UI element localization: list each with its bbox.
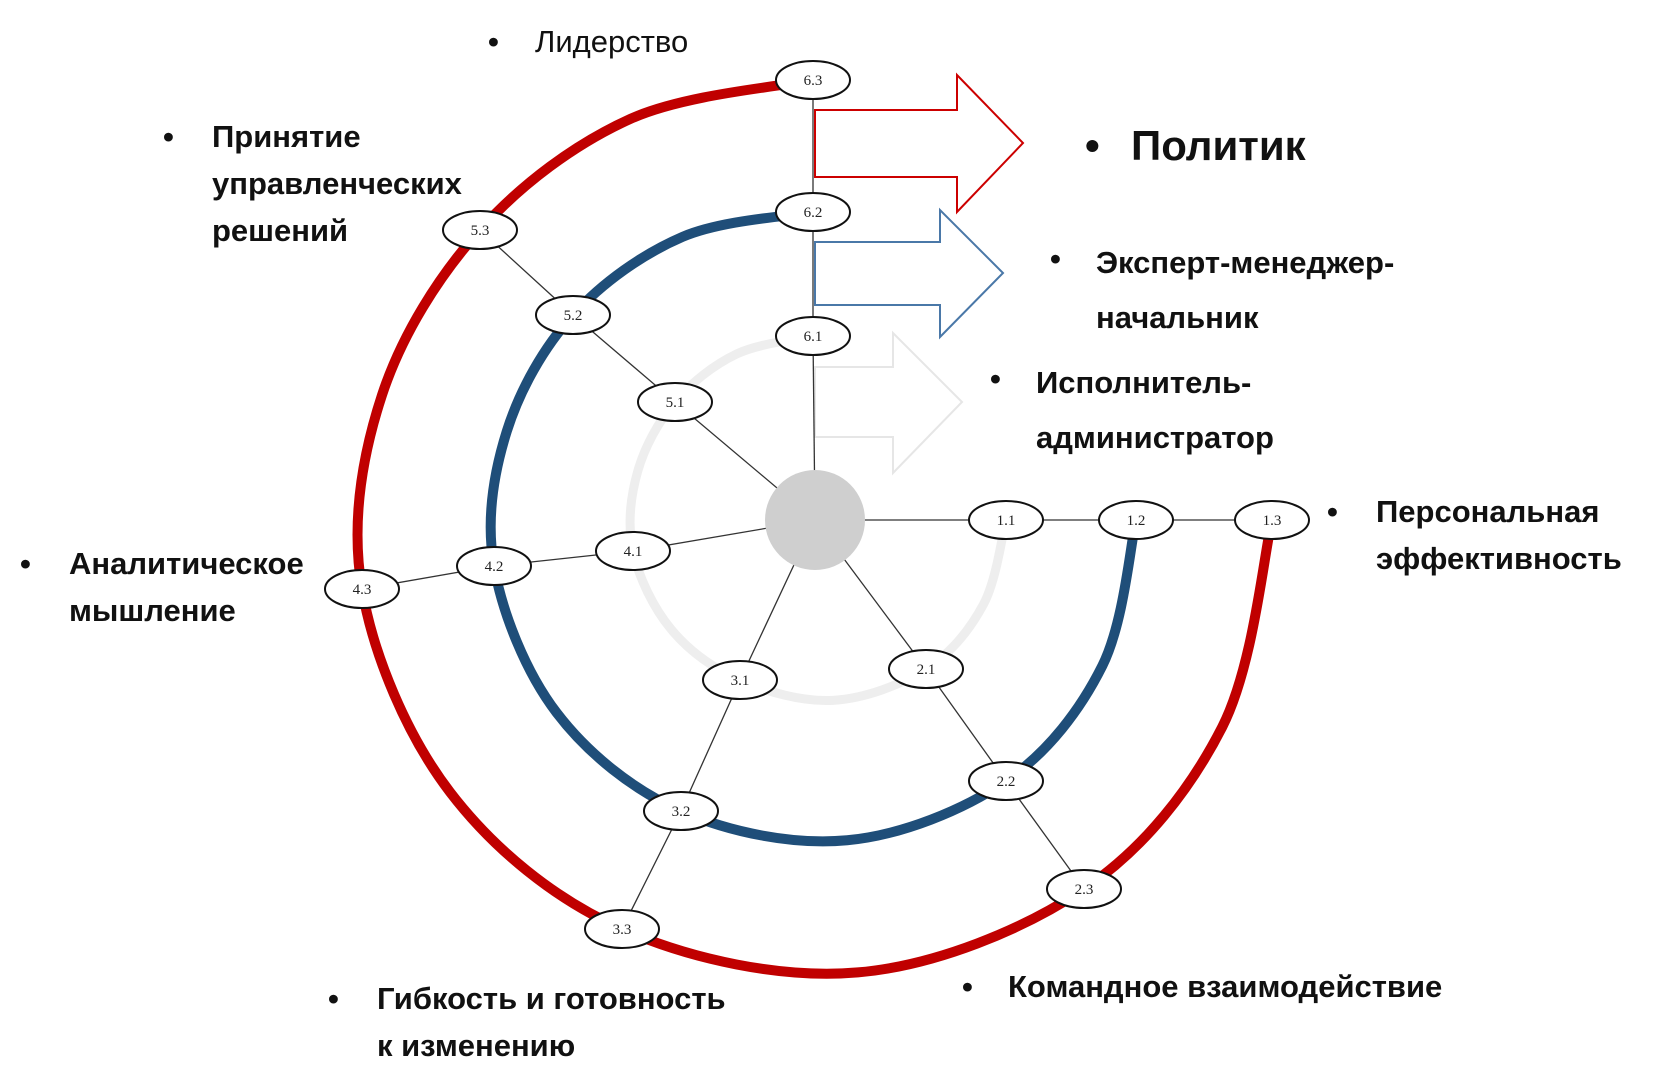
node-label: 4.3 xyxy=(353,582,372,598)
node-label: 2.1 xyxy=(917,662,936,678)
label-expert: • Эксперт-менеджер- начальник xyxy=(1050,235,1394,345)
node-label: 2.2 xyxy=(997,774,1016,790)
node-2-3: 2.3 xyxy=(1046,869,1122,909)
node-4-1: 4.1 xyxy=(595,531,671,571)
label-analytical: • Аналитическое мышление xyxy=(20,540,304,634)
node-ellipse xyxy=(775,60,851,100)
node-2-2: 2.2 xyxy=(968,761,1044,801)
bullet-icon: • xyxy=(1050,241,1061,276)
node-4-3: 4.3 xyxy=(324,569,400,609)
label-leadership: • Лидерство xyxy=(488,18,688,65)
node-label: 4.2 xyxy=(485,559,504,575)
bullet-icon: • xyxy=(20,546,31,581)
node-1-2: 1.2 xyxy=(1098,500,1174,540)
node-label: 1.3 xyxy=(1263,513,1282,529)
node-label: 1.2 xyxy=(1127,513,1146,529)
node-label: 1.1 xyxy=(997,513,1016,529)
node-3-3: 3.3 xyxy=(584,909,660,949)
label-teamwork: • Командное взаимодействие xyxy=(962,963,1442,1010)
node-label: 4.1 xyxy=(624,544,643,560)
node-label: 5.2 xyxy=(564,308,583,324)
node-label: 5.1 xyxy=(666,395,685,411)
node-6-2: 6.2 xyxy=(775,192,851,232)
bullet-icon: • xyxy=(962,969,973,1004)
node-label: 6.2 xyxy=(804,205,823,221)
node-3-2: 3.2 xyxy=(643,791,719,831)
label-decisions: • Принятие управленческих решений xyxy=(163,113,462,254)
bullet-icon: • xyxy=(990,361,1001,396)
node-label: 2.3 xyxy=(1075,882,1094,898)
node-ellipse xyxy=(968,761,1044,801)
bullet-icon: • xyxy=(328,981,339,1016)
label-politician: • Политик xyxy=(1085,118,1306,174)
node-5-1: 5.1 xyxy=(637,382,713,422)
node-ellipse xyxy=(595,531,671,571)
node-label: 6.3 xyxy=(804,73,823,89)
node-label: 6.1 xyxy=(804,329,823,345)
node-5-2: 5.2 xyxy=(535,295,611,335)
spoke-line xyxy=(621,810,682,930)
node-label: 3.2 xyxy=(672,804,691,820)
node-ellipse xyxy=(584,909,660,949)
node-ellipse xyxy=(535,295,611,335)
politician-arrow xyxy=(814,72,1025,215)
node-ellipse xyxy=(888,649,964,689)
node-5-3: 5.3 xyxy=(442,210,518,250)
node-ellipse xyxy=(442,210,518,250)
bullet-icon: • xyxy=(1327,494,1338,529)
node-ellipse xyxy=(775,192,851,232)
node-label: 5.3 xyxy=(471,223,490,239)
node-ellipse xyxy=(456,546,532,586)
spoke-line xyxy=(680,679,741,812)
center-circle xyxy=(765,470,865,570)
node-6-3: 6.3 xyxy=(775,60,851,100)
middle-ring-arc xyxy=(485,207,1141,847)
node-ellipse xyxy=(1234,500,1310,540)
node-ellipse xyxy=(1098,500,1174,540)
node-label: 3.3 xyxy=(613,922,632,938)
node-ellipse xyxy=(643,791,719,831)
node-ellipse xyxy=(637,382,713,422)
node-ellipse xyxy=(1046,869,1122,909)
node-label: 3.1 xyxy=(731,673,750,689)
label-personal: • Персональная эффективность xyxy=(1327,488,1622,582)
executor-arrow xyxy=(814,330,964,476)
node-1-1: 1.1 xyxy=(968,500,1044,540)
outer-ring-arc xyxy=(352,75,1277,979)
node-ellipse xyxy=(324,569,400,609)
expert-arrow xyxy=(814,207,1005,340)
node-ellipse xyxy=(968,500,1044,540)
bullet-icon: • xyxy=(163,119,174,154)
node-6-1: 6.1 xyxy=(775,316,851,356)
node-3-1: 3.1 xyxy=(702,660,778,700)
node-1-3: 1.3 xyxy=(1234,500,1310,540)
node-ellipse xyxy=(702,660,778,700)
label-flexibility: • Гибкость и готовность к изменению xyxy=(328,975,726,1069)
label-executor: • Исполнитель- администратор xyxy=(990,355,1274,465)
bullet-icon: • xyxy=(488,24,499,59)
node-ellipse xyxy=(775,316,851,356)
bullet-icon: • xyxy=(1085,122,1100,169)
node-4-2: 4.2 xyxy=(456,546,532,586)
node-2-1: 2.1 xyxy=(888,649,964,689)
